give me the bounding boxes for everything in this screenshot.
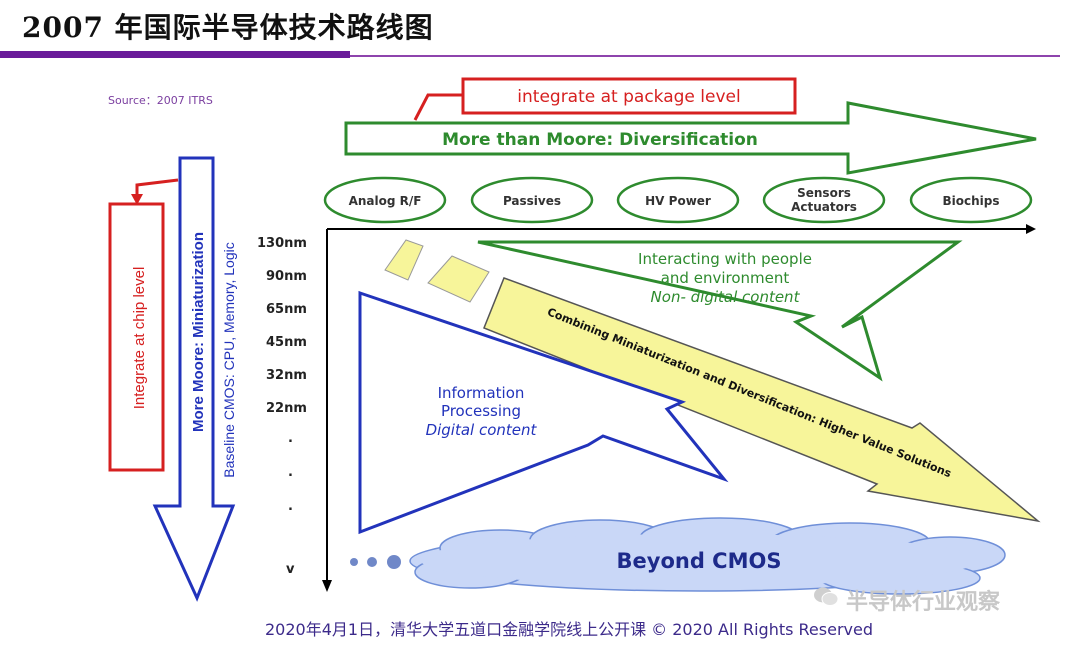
cloud-fill [420, 534, 980, 586]
more-moore-arrow [152, 156, 236, 602]
chip-connector [135, 178, 179, 196]
oval-sensors [762, 176, 886, 224]
wechat-icon [814, 587, 839, 606]
y-axis-head [322, 580, 332, 592]
non-digital-label: Non- digital content [651, 288, 801, 306]
source-note: Source：2007 ITRS [108, 94, 213, 107]
interacting-arrow [477, 240, 963, 382]
node-dot-2: . [288, 465, 293, 480]
node-dot-3: . [288, 499, 293, 514]
node-dot-1: . [288, 431, 293, 446]
node-labels: 130nm 90nm 65nm 45nm 32nm 22nm . . . v [257, 236, 307, 577]
title-rule-bar [0, 51, 350, 58]
cloud-dot-3 [387, 555, 401, 569]
yellow-block-2 [427, 255, 490, 303]
node-90nm: 90nm [266, 269, 307, 284]
beyond-cmos-label: Beyond CMOS [617, 549, 782, 573]
oval-analog [323, 176, 447, 224]
baseline-label: Baseline CMOS: CPU, Memory, Logic [221, 242, 237, 477]
node-32nm: 32nm [266, 368, 307, 383]
more-than-moore-label: More than Moore: Diversification [442, 130, 758, 150]
oval-passives [470, 176, 594, 224]
category-ovals: Analog R/F Passives HV Power Sensors Act… [323, 176, 1033, 224]
x-axis-head [1026, 224, 1036, 234]
more-moore-label: More Moore: Miniaturization [190, 232, 207, 432]
interacting-line-1: Interacting with people [638, 250, 812, 268]
info-line-1: Information [438, 384, 525, 402]
package-connector [413, 93, 462, 121]
footer-text: 2020年4月1日，清华大学五道口金融学院线上公开课 © 2020 All Ri… [265, 620, 874, 639]
node-22nm: 22nm [266, 401, 307, 416]
combining-arrow [483, 277, 1041, 523]
node-45nm: 45nm [266, 335, 307, 350]
cloud-dot-2 [367, 557, 377, 567]
oval-biochips [909, 176, 1033, 224]
information-arrow [358, 290, 729, 535]
package-level-label: integrate at package level [517, 87, 740, 107]
node-65nm: 65nm [266, 302, 307, 317]
chip-connector-head [131, 194, 143, 205]
oval-hv-power [616, 176, 740, 224]
oval-hv-power-label: HV Power [645, 194, 711, 208]
node-v: v [286, 562, 295, 577]
package-level-box [461, 77, 797, 115]
title-rule-line [350, 55, 1060, 57]
info-line-2: Processing [441, 402, 521, 420]
watermark: 半导体行业观察 [846, 590, 1001, 615]
yellow-block-1 [384, 239, 424, 281]
oval-biochips-label: Biochips [942, 194, 999, 208]
digital-label: Digital content [426, 421, 538, 439]
chip-level-label: Integrate at chip level [131, 267, 148, 410]
page-title: 2007 年国际半导体技术路线图 [22, 11, 434, 44]
cloud-dot-1 [350, 558, 358, 566]
oval-sensors-label-2: Actuators [791, 200, 857, 214]
oval-analog-label: Analog R/F [349, 194, 422, 208]
interacting-line-2: and environment [661, 269, 790, 287]
oval-passives-label: Passives [503, 194, 561, 208]
oval-sensors-label-1: Sensors [797, 186, 851, 200]
more-than-moore-arrow [344, 101, 1037, 175]
node-130nm: 130nm [257, 236, 307, 251]
